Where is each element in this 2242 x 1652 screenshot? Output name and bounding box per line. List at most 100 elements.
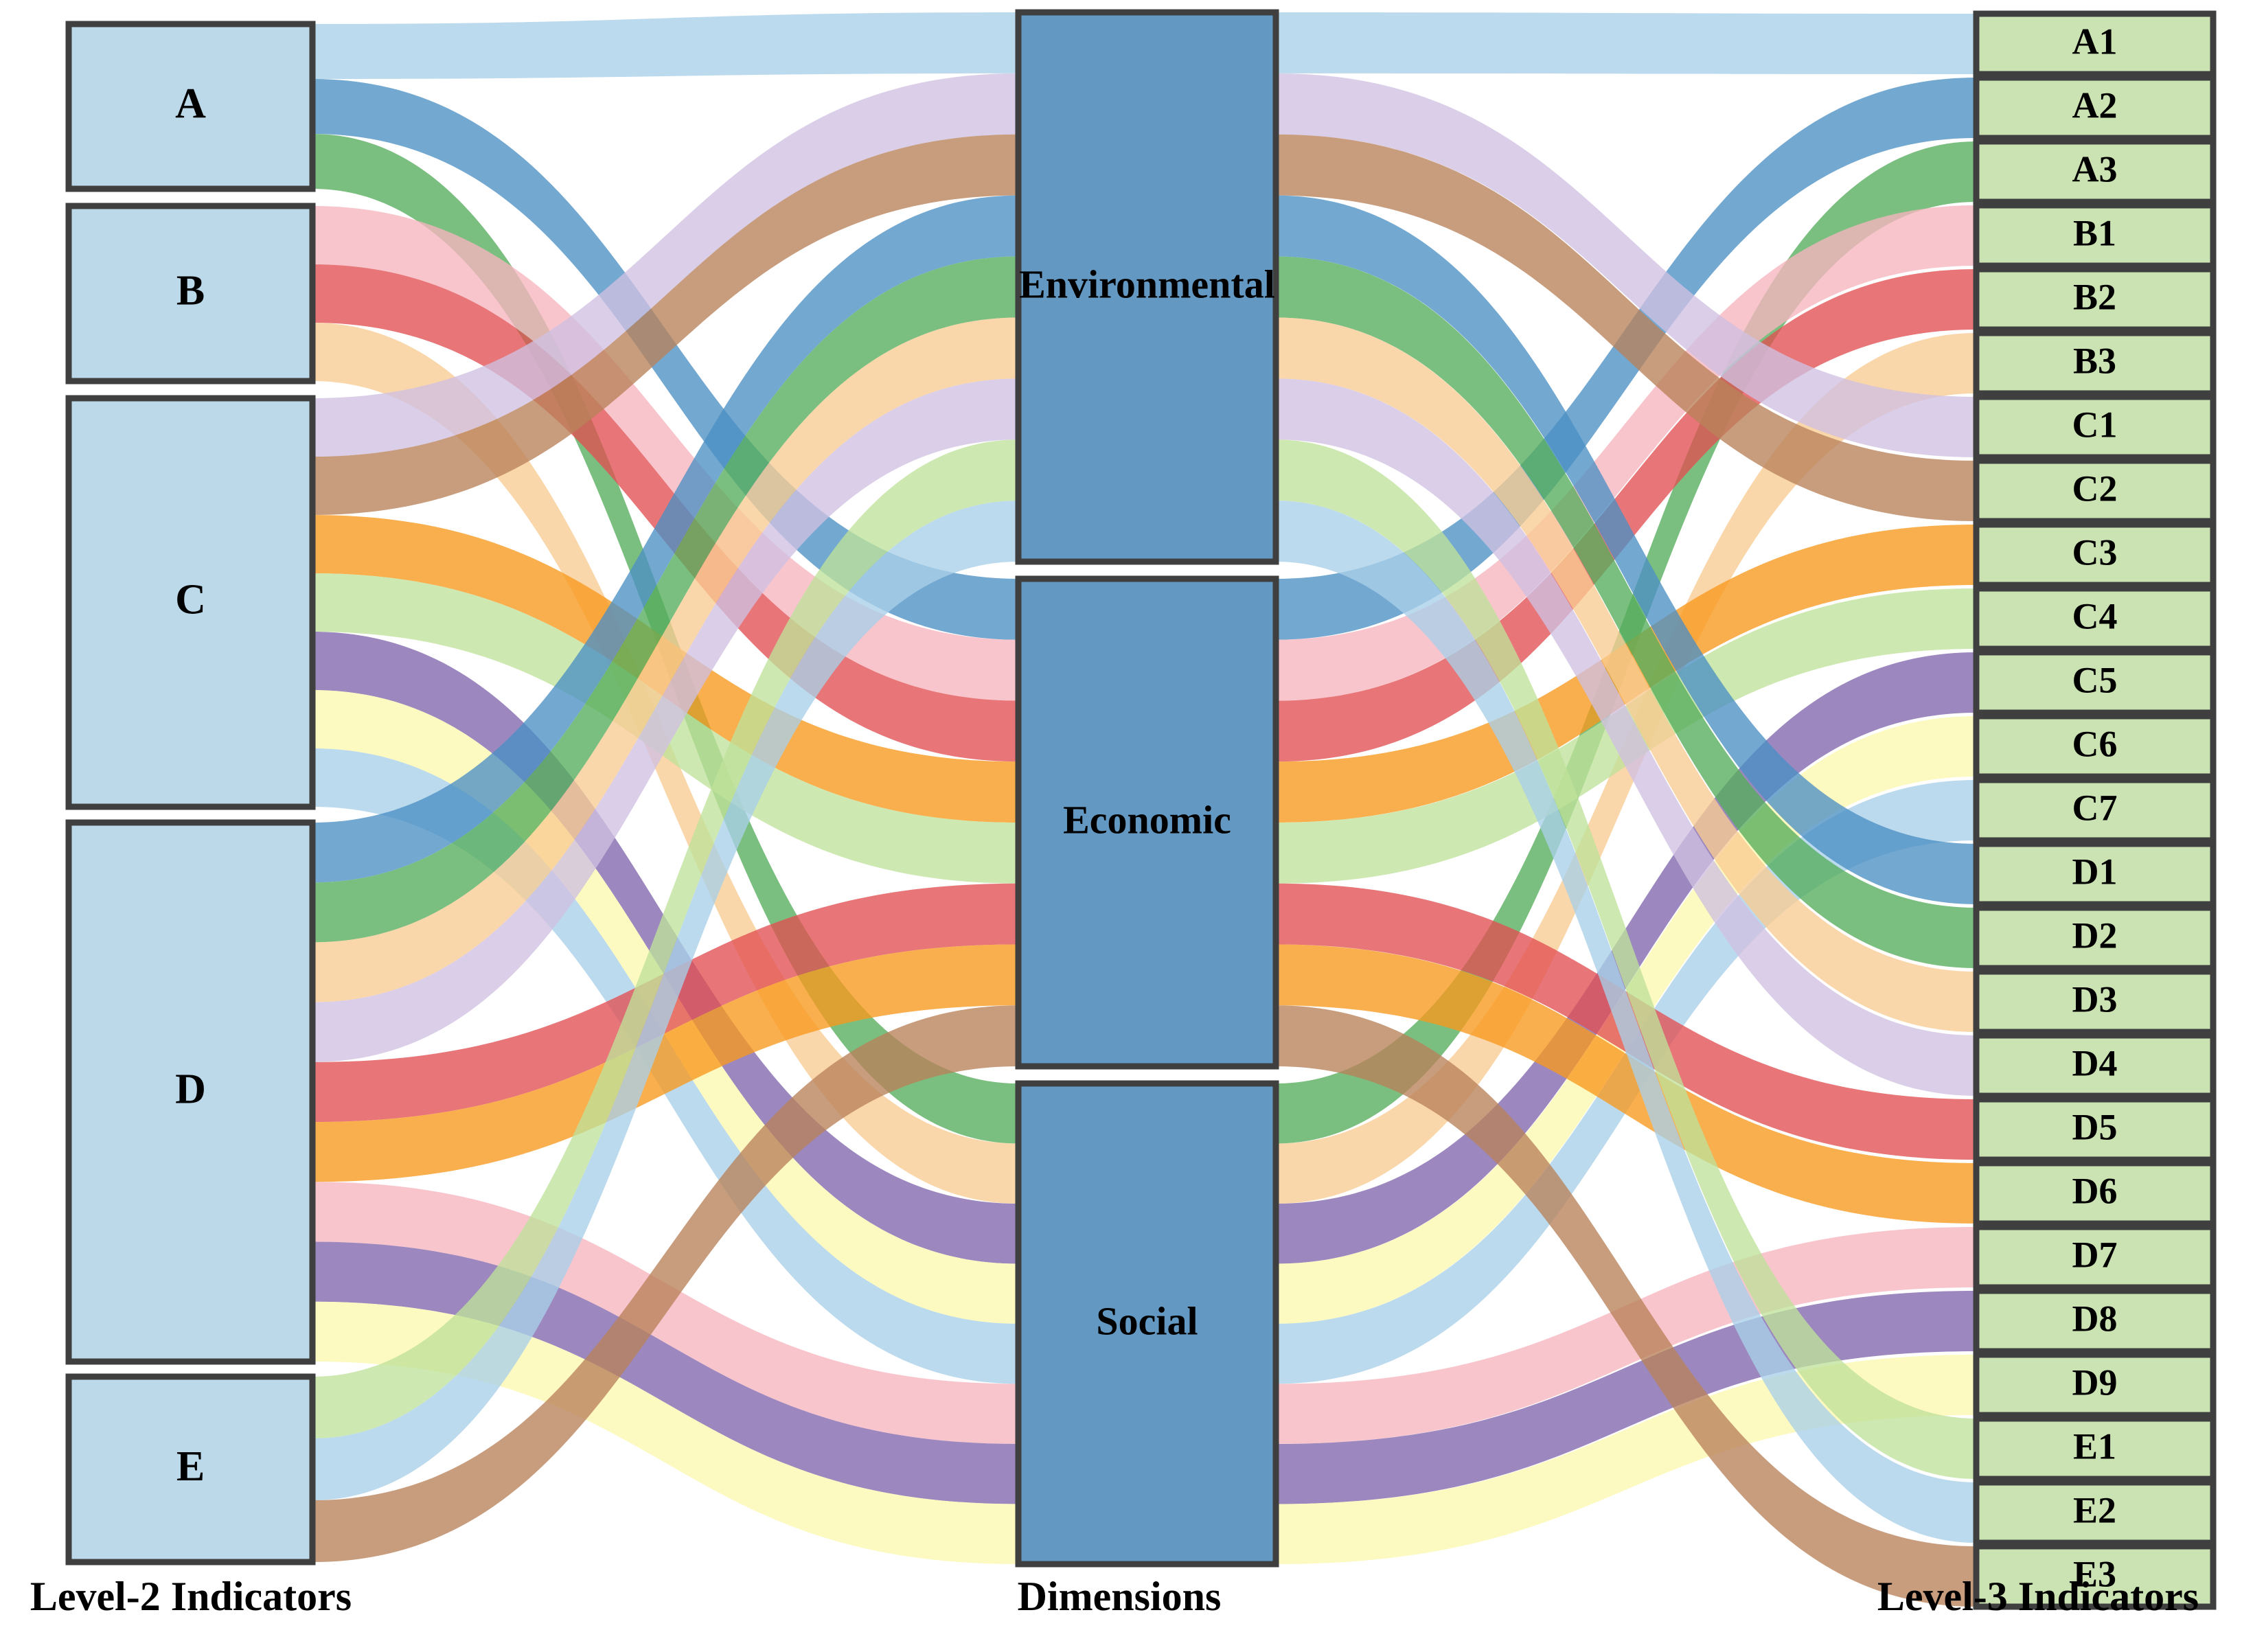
sankey-link-ECO-B1[interactable] (1276, 205, 1976, 701)
sankey-node-C3[interactable] (1973, 521, 2217, 588)
links-right-group (1276, 12, 1976, 1607)
sankey-node-SOC[interactable] (1015, 1080, 1279, 1568)
sankey-node-label-A: A (175, 80, 206, 127)
sankey-node-C[interactable] (65, 395, 316, 810)
sankey-node-label-C2: C2 (2072, 468, 2118, 509)
sankey-node-ECO[interactable] (1015, 575, 1279, 1070)
sankey-node-label-D7: D7 (2072, 1234, 2118, 1275)
sankey-node-label-E1: E1 (2073, 1425, 2116, 1467)
sankey-node-label-A3: A3 (2072, 148, 2118, 190)
sankey-link-D-ENV-D2[interactable] (312, 256, 1018, 943)
sankey-node-label-B3: B3 (2073, 340, 2116, 381)
sankey-link-D-ENV-D3[interactable] (312, 317, 1018, 1002)
sankey-node-label-B: B (176, 268, 205, 314)
sankey-node-B3[interactable] (1973, 330, 2217, 397)
sankey-link-B-ECO-B1[interactable] (312, 206, 1018, 701)
sankey-link-ECO-B2[interactable] (1276, 269, 1976, 762)
sankey-node-C2[interactable] (1973, 457, 2217, 525)
sankey-node-label-D4: D4 (2072, 1042, 2118, 1083)
sankey-node-D[interactable] (65, 819, 316, 1365)
sankey-link-D-ECO-D6[interactable] (312, 944, 1018, 1182)
sankey-link-ENV-D2[interactable] (1276, 256, 1976, 968)
sankey-link-D-ENV-D4[interactable] (312, 378, 1018, 1062)
sankey-node-label-ENV: Environmental (1019, 262, 1275, 306)
sankey-link-ENV-D3[interactable] (1276, 317, 1976, 1032)
sankey-node-label-ECO: Economic (1063, 797, 1231, 842)
sankey-node-D2[interactable] (1973, 904, 2217, 972)
sankey-node-label-D8: D8 (2072, 1298, 2118, 1339)
sankey-node-D6[interactable] (1973, 1160, 2217, 1227)
sankey-node-A[interactable] (65, 21, 316, 192)
sankey-link-ECO-D6[interactable] (1276, 944, 1976, 1224)
sankey-node-label-D6: D6 (2072, 1170, 2118, 1211)
sankey-node-C4[interactable] (1973, 585, 2217, 652)
sankey-node-label-D3: D3 (2072, 978, 2118, 1020)
sankey-link-E-ENV-E1[interactable] (312, 439, 1018, 1439)
sankey-link-A-ECO-A2[interactable] (312, 79, 1018, 640)
sankey-node-label-C4: C4 (2072, 595, 2118, 636)
sankey-node-E2[interactable] (1973, 1479, 2217, 1546)
sankey-node-label-E: E (176, 1443, 205, 1490)
sankey-node-A1[interactable] (1973, 10, 2217, 78)
sankey-link-C-ENV-C1[interactable] (312, 73, 1018, 457)
sankey-node-D7[interactable] (1973, 1224, 2217, 1291)
sankey-node-label-C3: C3 (2072, 531, 2118, 573)
sankey-link-SOC-B3[interactable] (1276, 333, 1976, 1204)
column-label-dimensions: Dimensions (1018, 1574, 1222, 1619)
sankey-link-A-ENV-A1[interactable] (312, 12, 1018, 79)
sankey-link-ECO-A2[interactable] (1276, 78, 1976, 640)
sankey-node-D4[interactable] (1973, 1032, 2217, 1099)
sankey-link-E-ENV-E2[interactable] (312, 501, 1018, 1500)
sankey-node-E1[interactable] (1973, 1415, 2217, 1482)
sankey-node-C5[interactable] (1973, 649, 2217, 716)
sankey-node-label-C: C (175, 577, 206, 623)
sankey-node-A3[interactable] (1973, 138, 2217, 205)
sankey-node-B2[interactable] (1973, 266, 2217, 333)
sankey-node-label-C7: C7 (2072, 787, 2118, 828)
sankey-link-ENV-C2[interactable] (1276, 134, 1976, 521)
sankey-link-D-ENV-D1[interactable] (312, 195, 1018, 883)
sankey-link-ENV-E2[interactable] (1276, 501, 1976, 1543)
sankey-link-ENV-A1[interactable] (1276, 12, 1976, 74)
sankey-node-D9[interactable] (1973, 1351, 2217, 1419)
sankey-node-D1[interactable] (1973, 840, 2217, 908)
sankey-link-E-ECO-E3[interactable] (312, 1005, 1018, 1562)
sankey-node-E[interactable] (65, 1373, 316, 1565)
sankey-link-C-ENV-C2[interactable] (312, 134, 1018, 515)
sankey-node-label-C1: C1 (2072, 404, 2118, 445)
sankey-link-ENV-D4[interactable] (1276, 378, 1976, 1097)
sankey-node-label-B2: B2 (2073, 276, 2116, 317)
sankey-node-label-D9: D9 (2072, 1362, 2118, 1403)
sankey-node-label-A1: A1 (2072, 21, 2118, 62)
sankey-node-label-B1: B1 (2073, 212, 2116, 253)
sankey-node-D3[interactable] (1973, 968, 2217, 1035)
sankey-node-B[interactable] (65, 203, 316, 385)
sankey-node-label-D: D (175, 1066, 206, 1113)
nodes-group: ABCDEEnvironmentalEconomicSocialA1A2A3B1… (65, 9, 2217, 1610)
sankey-node-label-D1: D1 (2072, 851, 2118, 892)
sankey-node-E3[interactable] (1973, 1543, 2217, 1610)
sankey-link-ENV-C1[interactable] (1276, 73, 1976, 457)
sankey-link-B-SOC-B3[interactable] (312, 323, 1018, 1204)
column-label-level2: Level-2 Indicators (30, 1574, 352, 1619)
sankey-node-label-E3: E3 (2073, 1553, 2116, 1594)
links-left-group (312, 12, 1018, 1564)
sankey-node-D5[interactable] (1973, 1096, 2217, 1163)
sankey-link-ENV-D1[interactable] (1276, 195, 1976, 905)
sankey-node-label-E2: E2 (2073, 1489, 2116, 1530)
sankey-node-C1[interactable] (1973, 393, 2217, 461)
sankey-node-A2[interactable] (1973, 74, 2217, 141)
sankey-node-label-D2: D2 (2072, 915, 2118, 956)
sankey-node-B1[interactable] (1973, 202, 2217, 269)
sankey-node-label-C6: C6 (2072, 723, 2118, 764)
sankey-node-D8[interactable] (1973, 1287, 2217, 1355)
sankey-node-label-SOC: Social (1096, 1298, 1198, 1343)
sankey-node-ENV[interactable] (1015, 9, 1279, 565)
sankey-node-C6[interactable] (1973, 713, 2217, 780)
sankey-node-C7[interactable] (1973, 777, 2217, 844)
sankey-link-ENV-E1[interactable] (1276, 439, 1976, 1480)
sankey-link-ECO-E3[interactable] (1276, 1005, 1976, 1607)
